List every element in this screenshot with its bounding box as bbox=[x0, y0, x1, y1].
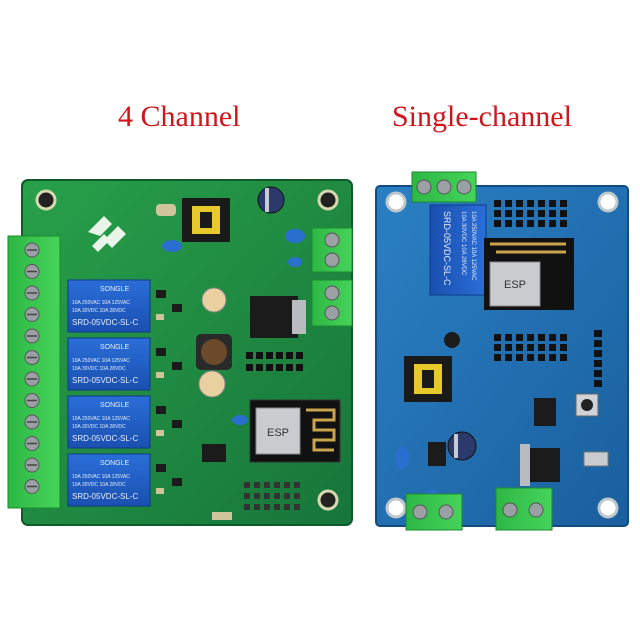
relay-rating-2: 10A 30VDC 10A 28VDC bbox=[72, 482, 126, 488]
resistor bbox=[156, 204, 176, 216]
relay-brand: SONGLE bbox=[100, 344, 130, 351]
screw-terminal-strip-left bbox=[7, 235, 61, 509]
mounting-hole bbox=[35, 189, 57, 211]
pin-header-bottom bbox=[244, 482, 300, 510]
relay-rating-2: 10A 30VDC 10A 28VDC bbox=[72, 366, 126, 372]
board-4-channel: SONGLE 10A 250VAC 10A 125VAC 10A 30VDC 10A… bbox=[7, 179, 353, 526]
push-button bbox=[212, 512, 232, 520]
voltage-regulator bbox=[250, 296, 306, 338]
mounting-hole bbox=[385, 497, 407, 519]
mounting-hole bbox=[597, 191, 619, 213]
inductor bbox=[196, 334, 232, 370]
relay-model: SRD-05VDC-SL-C bbox=[72, 318, 138, 327]
capacitor bbox=[447, 431, 477, 461]
capacitor bbox=[201, 287, 227, 313]
capacitor bbox=[257, 186, 285, 214]
capacitor bbox=[444, 332, 460, 348]
relay-rating-2: 10A 30VDC 10A 28VDC bbox=[460, 211, 466, 276]
relay-rating-2: 10A 30VDC 10A 28VDC bbox=[72, 308, 126, 314]
relay-single: 10A 250VAC 10A 125VAC 10A 30VDC 10A 28VD… bbox=[429, 204, 487, 296]
board-single-channel: 10A 250VAC 10A 125VAC 10A 30VDC 10A 28VD… bbox=[375, 171, 629, 531]
ic-chip bbox=[202, 444, 226, 462]
relay-rating-1: 10A 250VAC 10A 125VAC bbox=[72, 300, 130, 306]
relay-model: SRD-05VDC-SL-C bbox=[442, 211, 452, 286]
relay-model: SRD-05VDC-SL-C bbox=[72, 492, 138, 501]
relay-1: SONGLE 10A 250VAC 10A 125VAC 10A 30VDC 10A… bbox=[67, 279, 151, 333]
capacitor bbox=[285, 229, 305, 243]
title-4-channel: 4 Channel bbox=[118, 100, 241, 133]
mounting-hole bbox=[597, 497, 619, 519]
wifi-module-right: ESP bbox=[484, 238, 574, 310]
relay-model: SRD-05VDC-SL-C bbox=[72, 376, 138, 385]
relay-brand: SONGLE bbox=[100, 402, 130, 409]
screw-terminal-relay bbox=[411, 171, 477, 203]
ic-chip bbox=[428, 442, 446, 466]
title-single-channel: Single-channel bbox=[392, 100, 572, 133]
capacitor bbox=[162, 240, 182, 252]
wifi-module-label: ESP bbox=[504, 279, 526, 291]
pin-header bbox=[246, 352, 303, 371]
relay-2: SONGLE 10A 250VAC 10A 125VAC 10A 30VDC 10A… bbox=[67, 337, 151, 391]
relay-brand: SONGLE bbox=[100, 460, 130, 467]
mounting-hole bbox=[317, 189, 339, 211]
brand-logo-icon bbox=[88, 216, 126, 252]
mounting-hole bbox=[385, 191, 407, 213]
micro-usb-port bbox=[583, 451, 609, 467]
relay-rating-1: 10A 250VAC 10A 125VAC bbox=[470, 211, 476, 281]
screw-terminal-ac bbox=[405, 493, 463, 531]
transformer bbox=[404, 356, 452, 402]
wifi-module-label: ESP bbox=[267, 427, 289, 439]
relay-rating-1: 10A 250VAC 10A 125VAC bbox=[72, 358, 130, 364]
voltage-regulator bbox=[520, 444, 560, 486]
capacitor bbox=[395, 447, 409, 469]
capacitor bbox=[198, 370, 226, 398]
wifi-module-left: ESP bbox=[249, 399, 341, 463]
relay-rating-2: 10A 30VDC 10A 28VDC bbox=[72, 424, 126, 430]
ic-chip bbox=[534, 398, 556, 426]
screw-terminal-dc bbox=[495, 487, 553, 531]
relay-rating-1: 10A 250VAC 10A 125VAC bbox=[72, 474, 130, 480]
relay-4: SONGLE 10A 250VAC 10A 125VAC 10A 30VDC 10A… bbox=[67, 453, 151, 507]
relay-3: SONGLE 10A 250VAC 10A 125VAC 10A 30VDC 10A… bbox=[67, 395, 151, 449]
relay-brand: SONGLE bbox=[100, 286, 130, 293]
capacitor bbox=[232, 415, 248, 425]
transformer bbox=[182, 198, 230, 242]
pin-header bbox=[494, 200, 602, 387]
capacitor bbox=[288, 257, 302, 267]
push-button bbox=[575, 393, 599, 417]
relay-model: SRD-05VDC-SL-C bbox=[72, 434, 138, 443]
mounting-hole bbox=[317, 489, 339, 511]
screw-terminal-power bbox=[311, 227, 353, 327]
relay-rating-1: 10A 250VAC 10A 125VAC bbox=[72, 416, 130, 422]
